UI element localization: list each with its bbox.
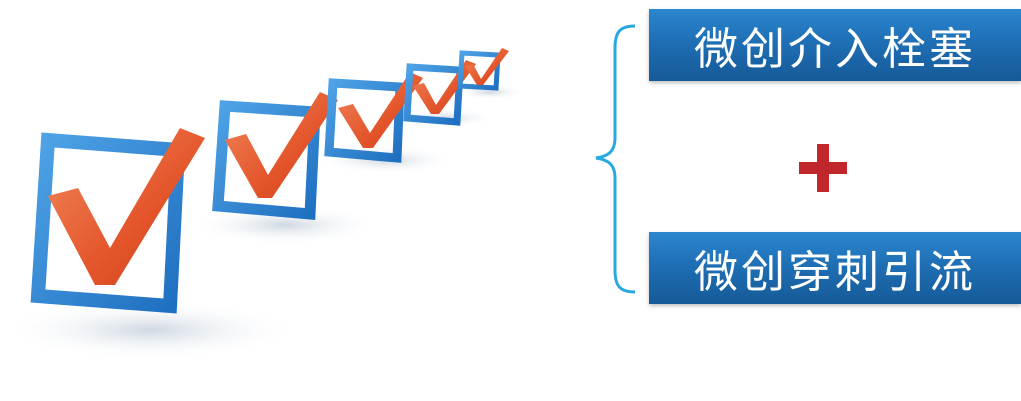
label-embolization-text: 微创介入栓塞: [694, 24, 976, 75]
label-drainage-text: 微创穿刺引流: [694, 247, 976, 298]
check-mark-icon: [465, 48, 509, 85]
shadow: [0, 300, 300, 360]
label-drainage: 微创穿刺引流: [649, 232, 1021, 304]
shadow: [190, 205, 380, 245]
label-embolization: 微创介入栓塞: [649, 9, 1021, 81]
checkbox-1: [30, 128, 205, 314]
check-mark-icon: [225, 92, 338, 198]
checkbox-illustration: [0, 48, 525, 360]
checkbox-2: [212, 92, 338, 220]
checkbox-3: [324, 72, 423, 163]
curly-brace-icon: [595, 24, 636, 294]
checkbox-5: [457, 48, 509, 91]
check-mark-icon: [338, 72, 423, 148]
check-mark-icon: [48, 128, 205, 285]
plus-icon: [799, 144, 847, 192]
